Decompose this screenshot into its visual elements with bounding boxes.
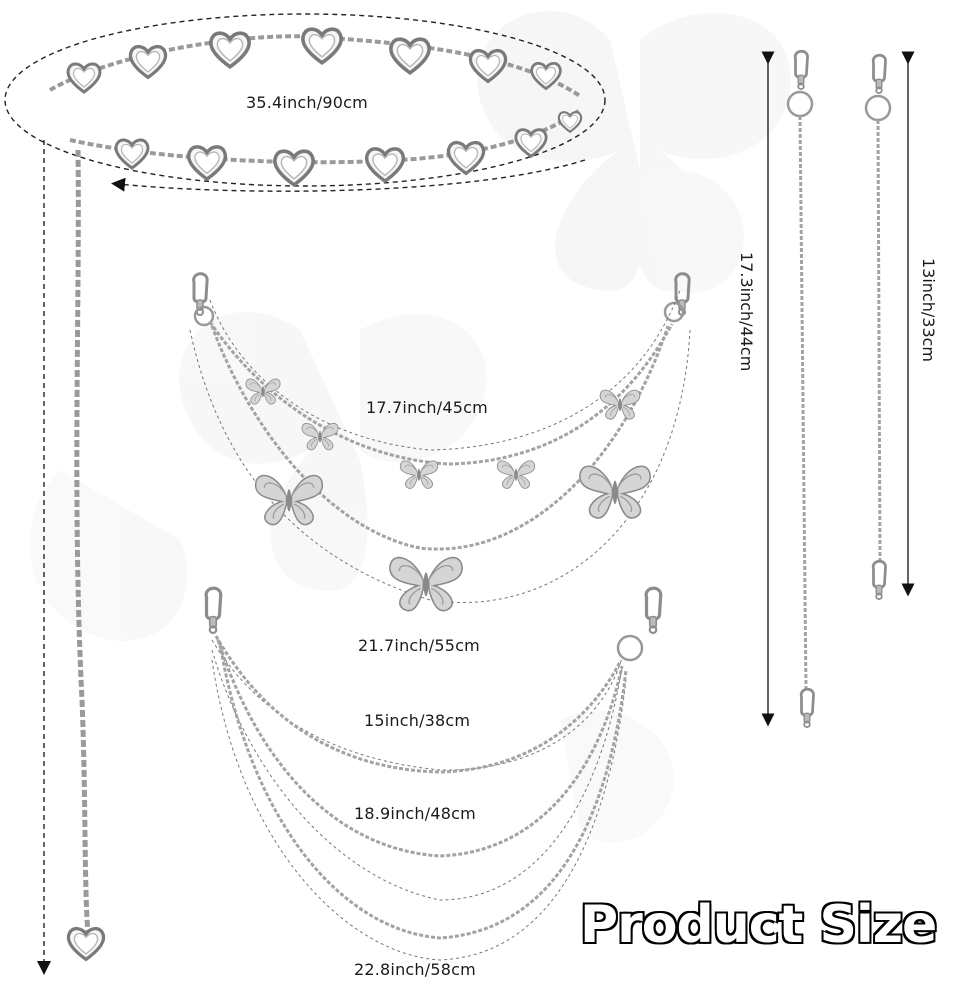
tier-dash-a xyxy=(211,639,623,771)
belt-dashed-outline xyxy=(4,13,606,187)
tier-chain-1 xyxy=(214,635,622,774)
pendant-long-chain xyxy=(798,115,808,691)
label-pendant-short: 13inch/33cm xyxy=(919,258,938,363)
tier-chain-3 xyxy=(218,643,628,940)
belt-tail-chain xyxy=(74,149,91,936)
tier-chain-2 xyxy=(216,639,624,858)
butterfly-chain-long xyxy=(210,325,670,551)
page-title: Product Size xyxy=(580,895,937,955)
label-butterfly-short: 17.7inch/45cm xyxy=(366,398,488,417)
label-tier-short: 15inch/38cm xyxy=(364,711,471,730)
pendant-short-chain xyxy=(876,119,882,561)
label-tier-long: 22.8inch/58cm xyxy=(354,960,476,979)
background-butterflies xyxy=(30,11,791,843)
label-tier-mid: 18.9inch/48cm xyxy=(354,804,476,823)
label-butterfly-long: 21.7inch/55cm xyxy=(358,636,480,655)
tier-dash-c xyxy=(211,659,627,961)
tier-dash-b xyxy=(211,649,623,901)
butterfly-dash-outer xyxy=(189,329,691,604)
label-pendant-long: 17.3inch/44cm xyxy=(737,252,756,372)
label-heart-belt: 35.4inch/90cm xyxy=(246,93,368,112)
